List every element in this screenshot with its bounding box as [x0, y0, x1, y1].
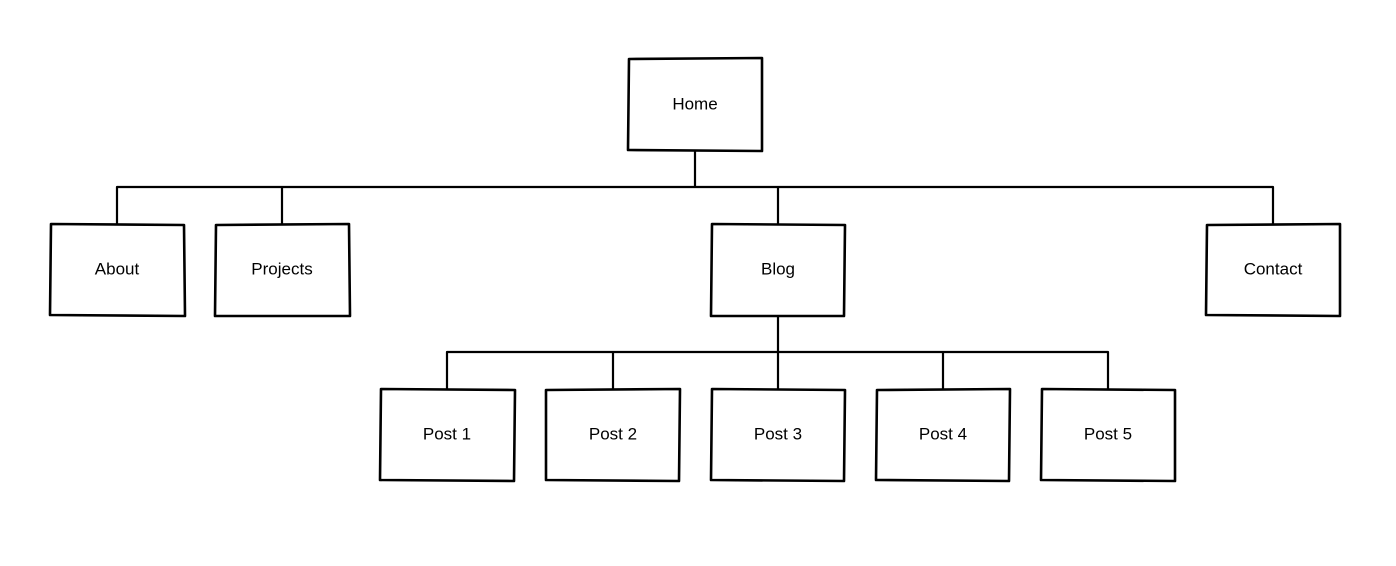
node-post-4-label: Post 4: [919, 424, 967, 443]
node-post-5-box: [1039, 387, 1177, 483]
node-post-1-label: Post 1: [423, 424, 471, 443]
node-post-1-box: [378, 387, 517, 483]
node-contact-label: Contact: [1244, 259, 1303, 278]
node-about[interactable]: About: [48, 222, 187, 318]
node-post-4-box: [874, 387, 1012, 483]
node-post-1[interactable]: Post 1: [378, 387, 517, 483]
node-about-box: [48, 222, 187, 318]
node-post-5[interactable]: Post 5: [1039, 387, 1177, 483]
connectors: [115, 148, 1275, 391]
node-contact-box: [1204, 222, 1342, 318]
node-home[interactable]: Home: [626, 56, 764, 153]
node-post-2-label: Post 2: [589, 424, 637, 443]
node-projects[interactable]: Projects: [213, 222, 352, 318]
node-home-label: Home: [672, 94, 717, 113]
home-to-level1-connector: [115, 148, 1275, 226]
node-home-box: [626, 56, 764, 153]
node-post-2[interactable]: Post 2: [544, 387, 682, 483]
node-about-label: About: [95, 259, 140, 278]
blog-to-posts-connector: [445, 314, 1110, 391]
node-projects-box: [213, 222, 352, 318]
node-blog-label: Blog: [761, 259, 795, 278]
node-blog[interactable]: Blog: [709, 222, 847, 318]
node-projects-label: Projects: [251, 259, 312, 278]
node-post-2-box: [544, 387, 682, 483]
node-blog-box: [709, 222, 847, 318]
node-post-3-label: Post 3: [754, 424, 802, 443]
node-post-5-label: Post 5: [1084, 424, 1132, 443]
node-post-3-box: [709, 387, 847, 483]
node-post-3[interactable]: Post 3: [709, 387, 847, 483]
node-post-4[interactable]: Post 4: [874, 387, 1012, 483]
node-contact[interactable]: Contact: [1204, 222, 1342, 318]
